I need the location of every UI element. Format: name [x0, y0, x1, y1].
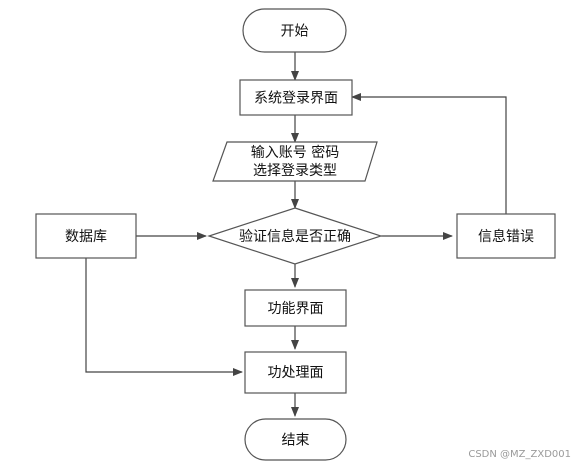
edges — [85, 52, 507, 417]
input-node: 输入账号 密码 选择登录类型 — [212, 141, 378, 182]
function-screen-node: 功能界面 — [244, 289, 347, 327]
process-screen-label: 功处理面 — [268, 365, 324, 381]
database-box — [35, 213, 137, 259]
database-label: 数据库 — [65, 229, 107, 245]
verify-label: 验证信息是否正确 — [239, 228, 351, 245]
start-node: 开始 — [242, 8, 347, 53]
login-screen-node: 系统登录界面 — [239, 79, 353, 116]
process-screen-node: 功处理面 — [244, 351, 347, 394]
input-label-line2: 选择登录类型 — [253, 163, 337, 179]
nodes: 开始 系统登录界面 输入账号 密码 选择登录类型 数据库 验证信息是否正确 信息… — [35, 8, 556, 461]
verify-node: 验证信息是否正确 — [207, 207, 383, 265]
login-screen-label: 系统登录界面 — [254, 91, 338, 107]
input-label-line1: 输入账号 密码 — [251, 144, 339, 161]
start-label: 开始 — [281, 24, 309, 40]
end-node: 结束 — [244, 418, 347, 461]
watermark-text: CSDN @MZ_ZXD001 — [468, 449, 571, 460]
process-screen-box — [244, 351, 347, 394]
end-terminator — [244, 418, 347, 461]
error-label: 信息错误 — [478, 228, 534, 245]
database-node: 数据库 — [35, 213, 137, 259]
error-box — [456, 213, 556, 259]
function-screen-label: 功能界面 — [268, 301, 324, 317]
login-screen-box — [239, 79, 353, 116]
start-terminator — [242, 8, 347, 53]
input-parallelogram — [212, 141, 378, 182]
end-label: 结束 — [282, 433, 310, 449]
function-screen-box — [244, 289, 347, 327]
edge-database-to-process — [85, 258, 243, 376]
verify-diamond — [207, 207, 383, 265]
error-node: 信息错误 — [456, 213, 556, 259]
edge-error-to-login — [351, 93, 507, 214]
